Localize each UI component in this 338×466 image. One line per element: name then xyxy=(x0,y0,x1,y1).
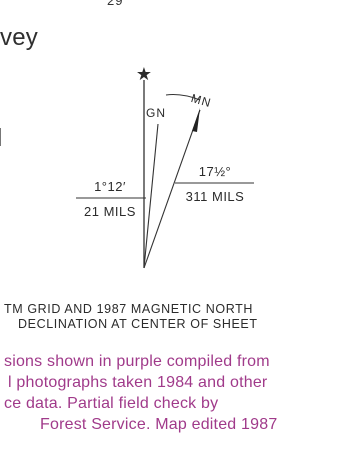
grid-north-label: GN xyxy=(146,106,166,120)
true-north-star-icon: ★ xyxy=(136,64,152,84)
magnetic-north-label: MN xyxy=(189,91,213,110)
page-number-fragment: 29 xyxy=(107,0,124,8)
declination-caption-line-2: DECLINATION AT CENTER OF SHEET xyxy=(18,317,258,331)
grid-angle-mils: 21 MILS xyxy=(84,204,136,219)
magnetic-angle-mils: 311 MILS xyxy=(186,189,245,204)
revision-note-line-3: ce data. Partial field check by xyxy=(4,395,219,412)
magnetic-north-arrow-icon xyxy=(192,108,200,132)
declination-caption-line-1: TM GRID AND 1987 MAGNETIC NORTH xyxy=(4,302,253,316)
grid-north-line xyxy=(143,123,159,269)
edge-mark xyxy=(0,128,4,146)
survey-title-fragment: vey xyxy=(0,24,38,51)
magnetic-angle-degrees: 17½° xyxy=(199,164,232,179)
revision-note-line-1: sions shown in purple compiled from xyxy=(4,353,270,370)
revision-note-line-4: Forest Service. Map edited 1987 xyxy=(40,416,278,433)
declination-diagram: ★ GN MN 1°12′ 21 MILS 17½° 311 MILS xyxy=(76,64,254,269)
revision-note-line-2: l photographs taken 1984 and other xyxy=(8,374,268,391)
grid-angle-degrees: 1°12′ xyxy=(94,179,126,194)
magnetic-north-line xyxy=(143,109,201,269)
declination-arc xyxy=(165,94,201,101)
